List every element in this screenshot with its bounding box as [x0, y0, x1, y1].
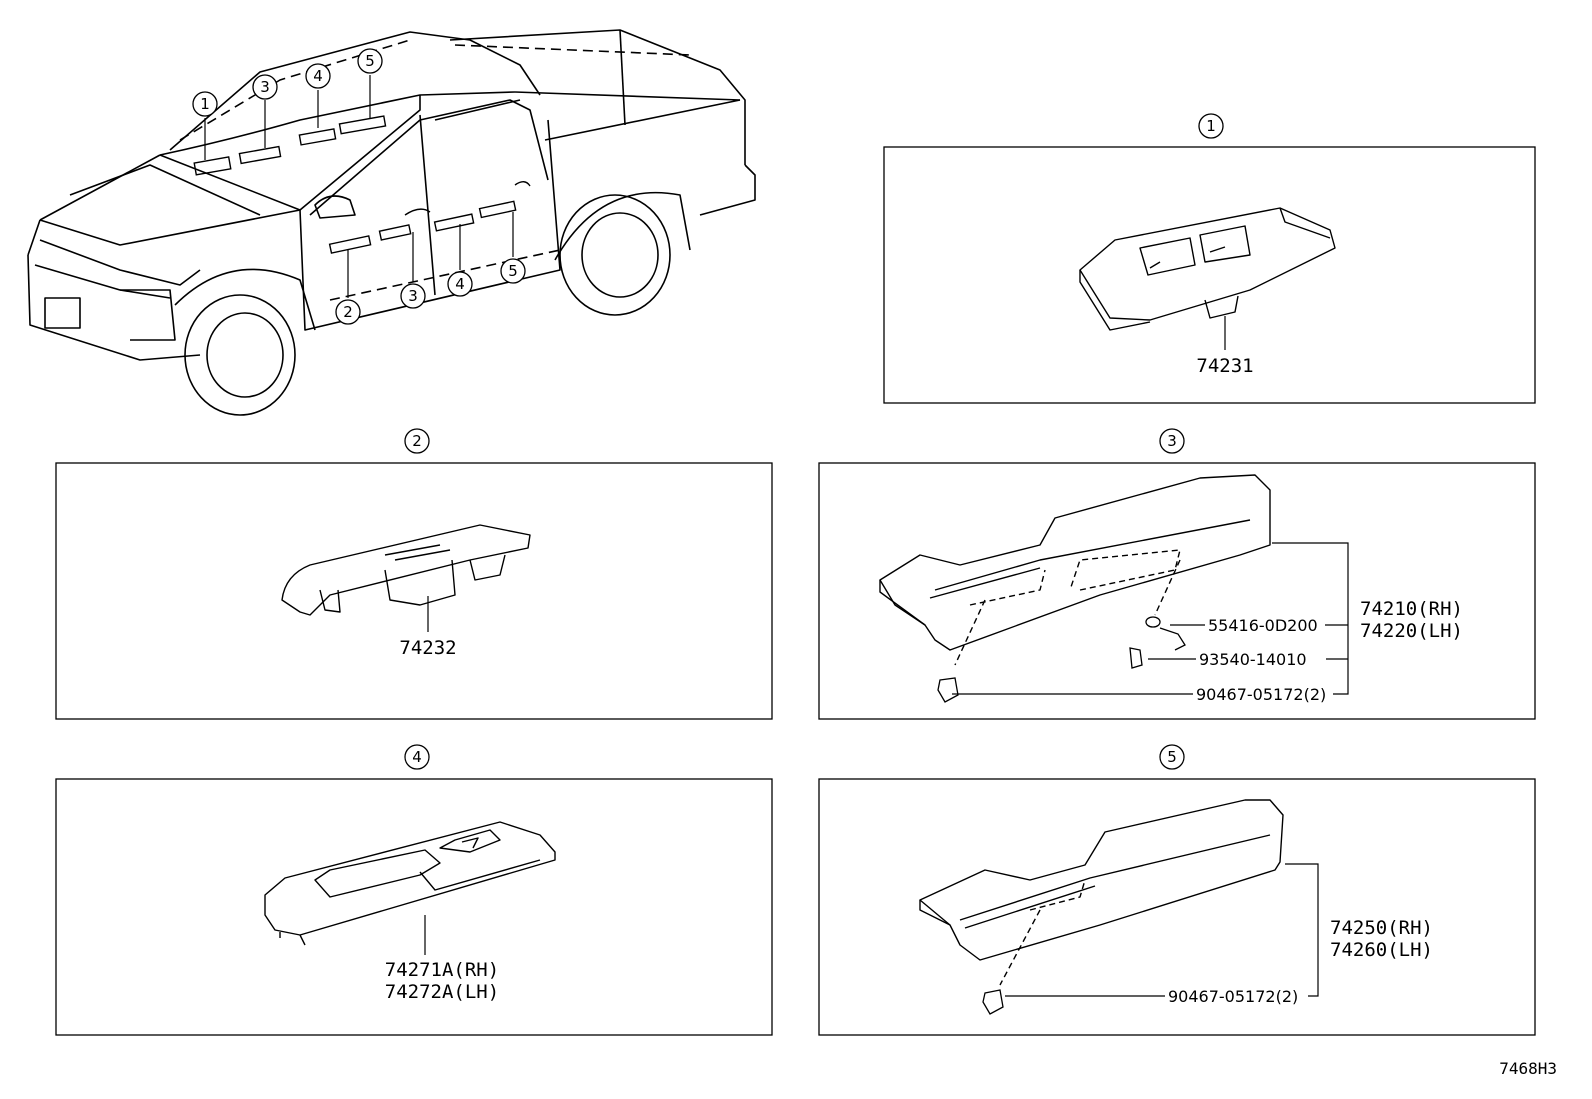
part-93540-label: 93540-14010: [1199, 650, 1307, 669]
vehicle-callout-2: 2: [335, 299, 361, 325]
panel-3: 3 74210(RH) 74220(LH) 55416-0D200: [818, 428, 1536, 720]
clip-drawing: [982, 989, 1004, 1015]
vehicle-callout-1: 1: [192, 91, 218, 117]
panel-4-callout: [404, 744, 430, 770]
vehicle-switch-markers: [193, 115, 531, 254]
panel-3-frame: [818, 462, 1536, 720]
switch-74232-drawing: [281, 524, 531, 616]
switch-74271A-drawing: [264, 821, 556, 946]
part-74260-label: 74260(LH): [1330, 939, 1433, 961]
panel-3-leaders: [952, 542, 1349, 695]
panel-5-leaders: [1005, 863, 1319, 997]
part-74272A-label: 74272A(LH): [385, 981, 499, 1003]
diagram-code: 7468H3: [1499, 1059, 1557, 1078]
part-74231-label: 74231: [1196, 355, 1253, 377]
svg-text:4: 4: [313, 67, 323, 85]
armrest-74210-drawing: [879, 474, 1271, 666]
panel-5-callout: [1159, 744, 1185, 770]
master-switch-drawing: [1079, 207, 1336, 331]
part-74271A-label: 74271A(RH): [385, 959, 499, 981]
panel-2-callout-label: 2: [412, 432, 422, 450]
part-74210-label: 74210(RH): [1360, 598, 1463, 620]
vehicle-callout-3b: 3: [400, 283, 426, 309]
part-74220-label: 74220(LH): [1360, 620, 1463, 642]
panel-1-frame: [883, 146, 1536, 404]
panel-5-frame: [818, 778, 1536, 1036]
vehicle-callout-5b: 5: [500, 258, 526, 284]
panel-5: 5 74250(RH) 74260(LH) 90467-05172(2): [818, 744, 1536, 1036]
svg-text:3: 3: [408, 287, 418, 305]
vehicle-callout-3: 3: [252, 74, 278, 100]
panel-1-callout-label: 1: [1206, 117, 1216, 135]
panel-2: 2 74232: [55, 428, 773, 720]
svg-text:5: 5: [508, 262, 518, 280]
fastener-parts-drawing: [937, 616, 1186, 703]
panel-3-callout-label: 3: [1167, 432, 1177, 450]
vehicle-callout-4b: 4: [447, 271, 473, 297]
vehicle-callout-4: 4: [305, 63, 331, 89]
part-55416-label: 55416-0D200: [1208, 616, 1318, 635]
vehicle-callout-5: 5: [357, 48, 383, 74]
svg-text:2: 2: [343, 303, 353, 321]
part-90467-label: 90467-05172(2): [1196, 685, 1326, 704]
vehicle-illustration: [27, 29, 756, 416]
svg-text:1: 1: [200, 95, 210, 113]
panel-4: 4 74271A(RH) 74272A(LH): [55, 744, 773, 1036]
panel-5-callout-label: 5: [1167, 748, 1177, 766]
panel-2-callout: [404, 428, 430, 454]
vehicle-leaders: [204, 75, 514, 298]
panel-4-callout-label: 4: [412, 748, 422, 766]
part-90467-label-p5: 90467-05172(2): [1168, 987, 1298, 1006]
panel-4-frame: [55, 778, 773, 1036]
part-74250-label: 74250(RH): [1330, 917, 1433, 939]
panel-2-frame: [55, 462, 773, 720]
armrest-74250-drawing: [919, 799, 1284, 986]
panel-1-callout: [1198, 113, 1224, 139]
part-74232-label: 74232: [399, 637, 456, 659]
svg-text:4: 4: [455, 275, 465, 293]
svg-text:3: 3: [260, 78, 270, 96]
panel-1: 1 74231: [883, 113, 1536, 404]
panel-3-callout: [1159, 428, 1185, 454]
svg-text:5: 5: [365, 52, 375, 70]
